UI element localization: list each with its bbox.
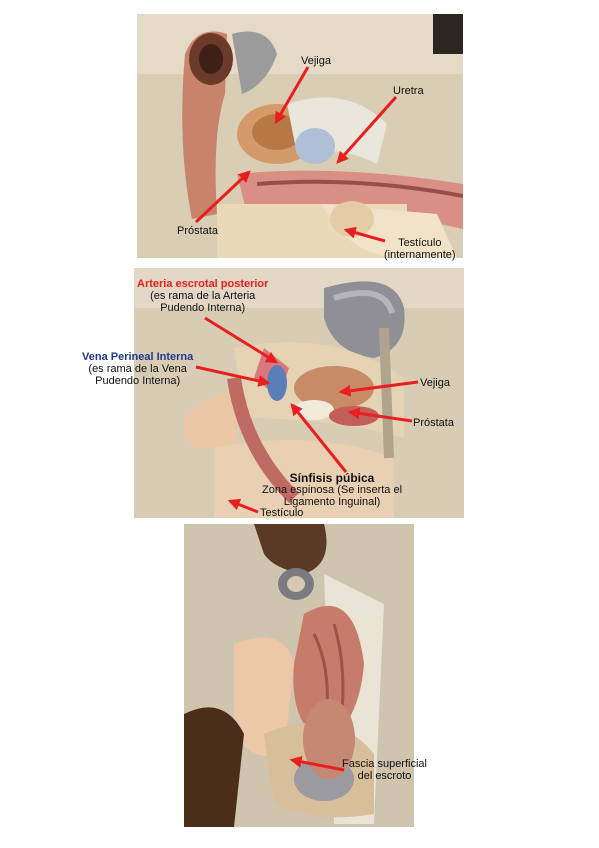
vena-title: Vena Perineal Interna — [82, 351, 194, 363]
arteria-line2: Pudendo Interna) — [160, 302, 246, 314]
label-vejiga-fig2: Vejiga — [420, 377, 450, 389]
arteria-line1: (es rama de la Arteria — [150, 290, 256, 302]
fascia-line1: Fascia superficial — [342, 758, 427, 770]
sinfisis-title: Sínfisis púbica — [289, 471, 375, 485]
label-testiculo-note: (internamente) — [384, 249, 456, 261]
sinfisis-line1: Zona espinosa (Se inserta el — [262, 484, 403, 496]
label-vejiga-fig1: Vejiga — [301, 55, 331, 67]
arteria-title: Arteria escrotal posterior — [137, 278, 269, 290]
label-uretra-fig1: Uretra — [393, 85, 424, 97]
label-testiculo-fig2: Testículo — [260, 507, 304, 519]
vena-line1: (es rama de la Vena — [88, 363, 187, 375]
label-testiculo-fig1: Testículo (internamente) — [384, 237, 456, 261]
fascia-line2: del escroto — [357, 770, 412, 782]
label-arteria-escrotal: Arteria escrotal posterior (es rama de l… — [137, 278, 268, 314]
label-prostata-fig2: Próstata — [413, 417, 454, 429]
label-fascia-superficial: Fascia superficial del escroto — [342, 758, 427, 782]
label-prostata-fig1: Próstata — [177, 225, 218, 237]
label-sinfisis-pubica: Sínfisis púbica Zona espinosa (Se insert… — [262, 472, 402, 508]
label-testiculo-text: Testículo — [398, 237, 442, 249]
vena-line2: Pudendo Interna) — [95, 375, 181, 387]
anatomy-photo-scrotal — [184, 524, 414, 827]
anatomy-photo-sagittal — [137, 14, 463, 258]
label-vena-perineal: Vena Perineal Interna (es rama de la Ven… — [82, 351, 193, 387]
sinfisis-line2: Ligamento Inguinal) — [283, 496, 381, 508]
